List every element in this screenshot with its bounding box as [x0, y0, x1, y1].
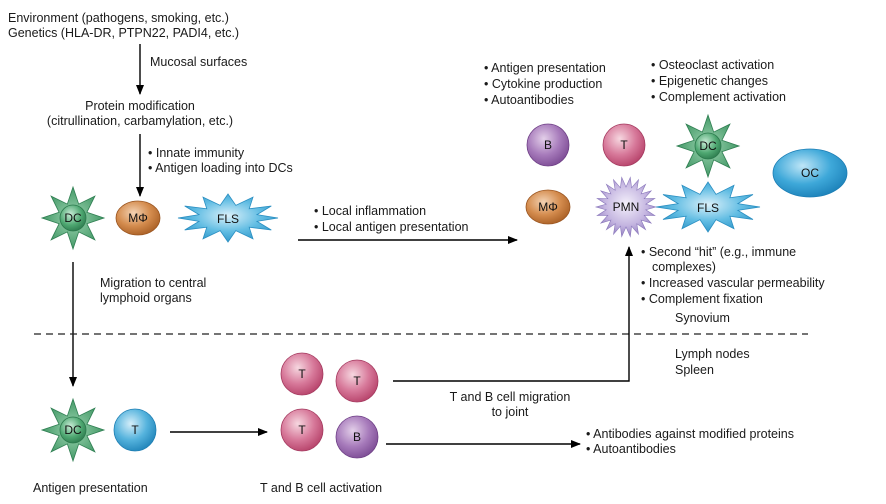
dc-label: DC	[64, 423, 82, 437]
antigen-presentation-caption: Antigen presentation	[33, 481, 148, 495]
oc-label: OC	[801, 166, 819, 180]
second-hit-bullet-line1: • Second “hit” (e.g., immune	[641, 245, 796, 259]
protein-modification-examples-text: (citrullination, carbamylation, etc.)	[47, 114, 233, 128]
synovium-label: Synovium	[675, 311, 730, 325]
complement-fixation-bullet: • Complement fixation	[641, 292, 763, 306]
dc-label: DC	[699, 139, 717, 153]
innate-immunity-text: • Innate immunity	[148, 146, 245, 160]
b-cell-activated: B	[335, 415, 379, 459]
t-label: T	[353, 374, 361, 388]
tb-migration-text-line2: to joint	[492, 405, 529, 419]
local-antigen-presentation-text: • Local antigen presentation	[314, 220, 469, 234]
t-cell-activated-2: T	[335, 359, 379, 403]
t-cell-activated-3: T	[280, 408, 324, 452]
osteoclast-activation-bullet: • Osteoclast activation	[651, 58, 774, 72]
genetics-text: Genetics (HLA-DR, PTPN22, PADI4, etc.)	[8, 26, 239, 40]
t-cell-activated-1: T	[280, 352, 324, 396]
fls-label: FLS	[217, 212, 239, 226]
macrophage-cell-synovium: MΦ	[525, 189, 571, 225]
second-hit-bullet-line2: complexes)	[652, 260, 716, 274]
environment-text: Environment (pathogens, smoking, etc.)	[8, 11, 229, 25]
macrophage-cell-left: MΦ	[115, 200, 161, 236]
antigen-presentation-bullet-top: • Antigen presentation	[484, 61, 606, 75]
arrow-migration-to-joint	[393, 246, 633, 382]
migration-text-line1: Migration to central	[100, 276, 206, 290]
tb-cell-activation-caption: T and B cell activation	[260, 481, 382, 495]
protein-modification-text: Protein modification	[85, 99, 195, 113]
spleen-label: Spleen	[675, 363, 714, 377]
cytokine-production-bullet: • Cytokine production	[484, 77, 602, 91]
fls-label: FLS	[697, 201, 719, 215]
macrophage-label: MΦ	[128, 211, 148, 225]
dendritic-cell-synovium: DC	[675, 113, 741, 179]
t-label: T	[298, 423, 306, 437]
dc-label: DC	[64, 211, 82, 225]
t-cell-naive: T	[113, 408, 157, 452]
macrophage-label: MΦ	[538, 200, 558, 214]
fls-cell-left: FLS	[177, 193, 279, 243]
migration-text-line2: lymphoid organs	[100, 291, 192, 305]
antibodies-modified-proteins-bullet: • Antibodies against modified proteins	[586, 427, 794, 441]
pmn-label: PMN	[613, 200, 640, 214]
pmn-cell: PMN	[594, 176, 658, 238]
complement-activation-bullet: • Complement activation	[651, 90, 786, 104]
b-label: B	[353, 430, 361, 444]
antigen-loading-text: • Antigen loading into DCs	[148, 161, 293, 175]
tb-migration-text-line1: T and B cell migration	[450, 390, 571, 404]
t-label: T	[131, 423, 139, 437]
t-label: T	[298, 367, 306, 381]
fls-cell-synovium: FLS	[655, 181, 761, 233]
autoantibodies-bullet-top: • Autoantibodies	[484, 93, 574, 107]
b-cell-synovium: B	[526, 123, 570, 167]
t-label: T	[620, 138, 628, 152]
dendritic-cell-bottom: DC	[40, 397, 106, 463]
vascular-permeability-bullet: • Increased vascular permeability	[641, 276, 825, 290]
osteoclast-cell: OC	[772, 148, 848, 198]
mucosal-surfaces-text: Mucosal surfaces	[150, 55, 247, 69]
local-inflammation-text: • Local inflammation	[314, 204, 426, 218]
autoantibodies-bullet-bottom: • Autoantibodies	[586, 442, 676, 456]
dendritic-cell-top: DC	[40, 185, 106, 251]
t-cell-synovium: T	[602, 123, 646, 167]
epigenetic-changes-bullet: • Epigenetic changes	[651, 74, 768, 88]
lymph-nodes-label: Lymph nodes	[675, 347, 750, 361]
b-label: B	[544, 138, 552, 152]
